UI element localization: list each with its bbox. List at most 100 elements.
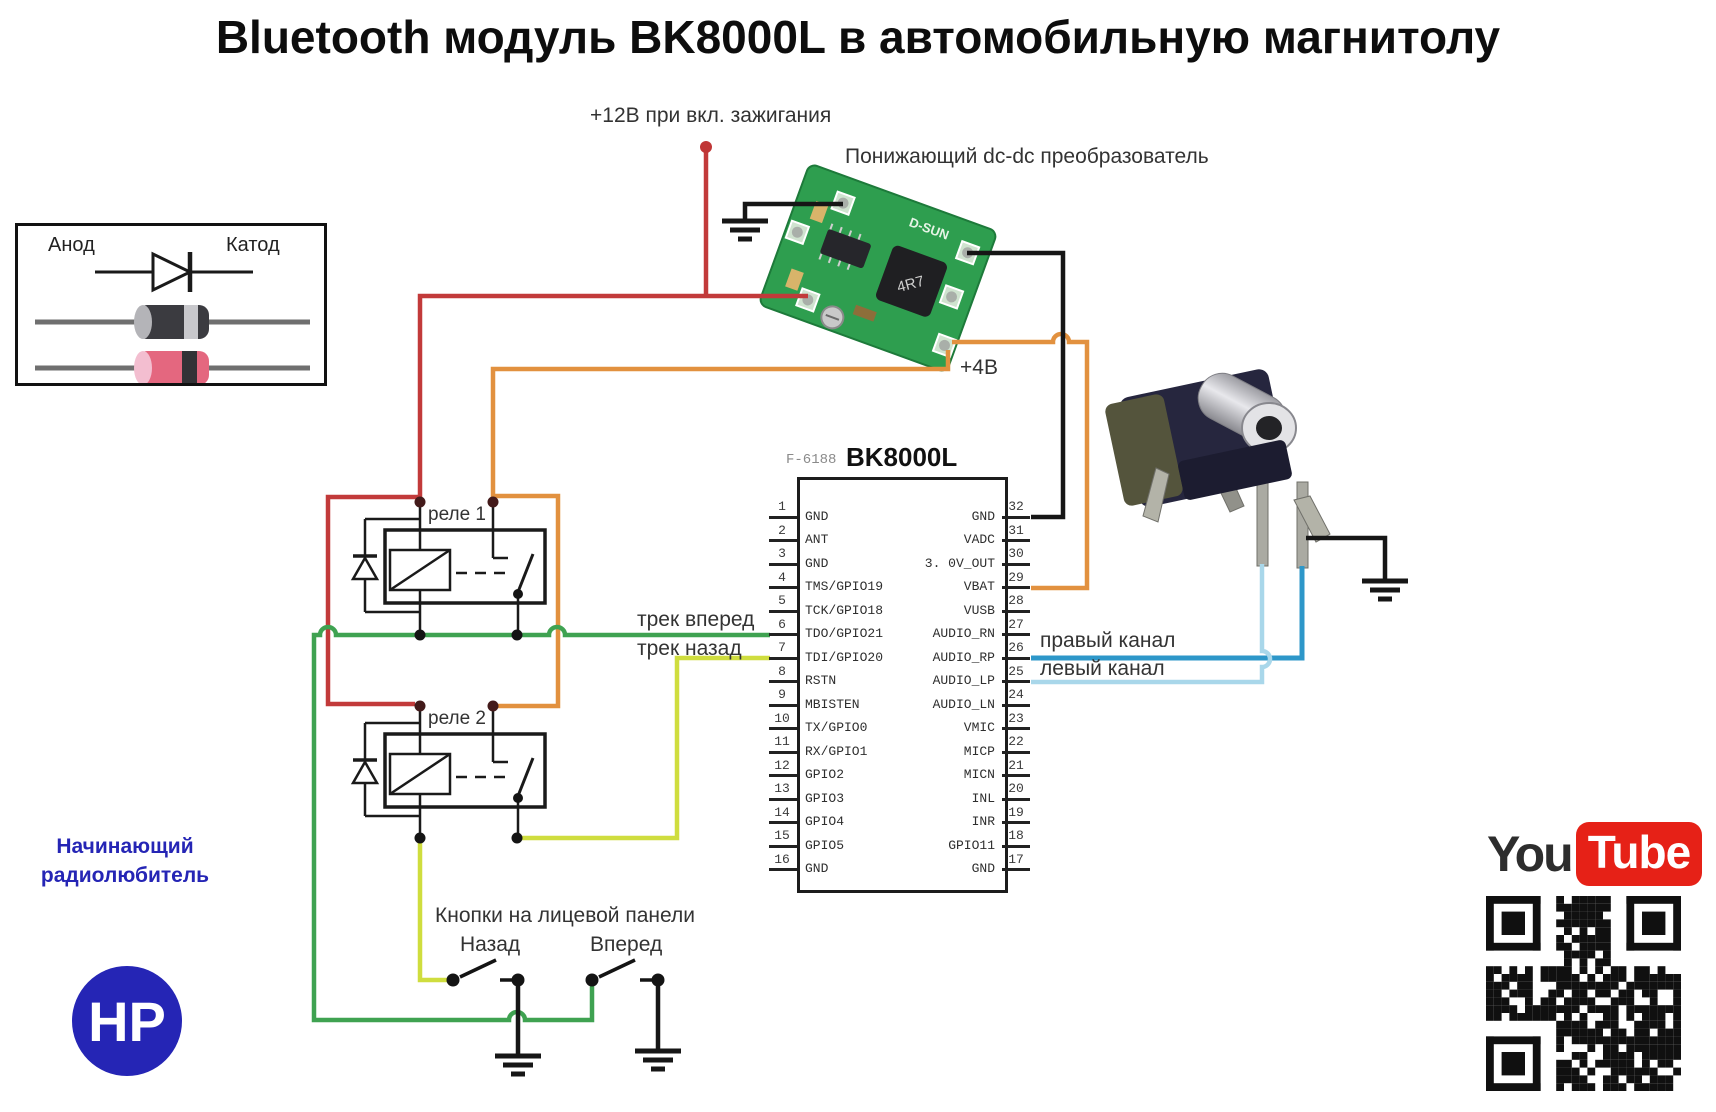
button-forward-switch	[598, 958, 654, 982]
ic-pin-20-stub	[1002, 797, 1030, 801]
ic-pin-11-stub	[769, 750, 797, 754]
cathode-label: Катод	[226, 234, 280, 256]
youtube-logo-tube: Tube	[1575, 822, 1703, 886]
ground-symbol-jack	[1362, 581, 1408, 599]
ic-pin-19-number: 19	[1008, 804, 1024, 820]
ic-pin-9-stub	[769, 703, 797, 707]
ic-pin-27-name: AUDIO_RN	[932, 626, 995, 642]
ic-pin-32-number: 32	[1008, 499, 1024, 514]
ic-pin-19-stub	[1002, 821, 1030, 825]
ic-pin-8-stub	[769, 680, 797, 684]
ic-pin-23-stub	[1002, 727, 1030, 731]
channel-name: Начинающий радиолюбитель	[30, 832, 220, 890]
ic-pin-2-name: ANT	[805, 532, 829, 548]
ic-pin-30-stub	[1002, 562, 1030, 566]
ic-pin-28-stub	[1002, 609, 1030, 613]
junction-dots	[414, 141, 712, 987]
channel-logo: НР	[72, 966, 182, 1076]
ic-pin-27-number: 27	[1008, 616, 1024, 632]
ic-pin-5-number: 5	[778, 593, 786, 609]
ic-pin-18-name: GPIO11	[948, 837, 995, 853]
ic-pin-26-number: 26	[1008, 640, 1024, 656]
ic-pin-29-stub	[1002, 586, 1030, 590]
ground-symbol-forward-button	[635, 1051, 681, 1069]
ic-pin-19-name: INR	[971, 814, 995, 830]
track-back-label: трек назад	[637, 637, 742, 660]
ic-pin-9-number: 9	[778, 687, 786, 703]
ic-pin-4-stub	[769, 586, 797, 590]
right-channel-label: правый канал	[1040, 629, 1176, 652]
ic-pin-24-stub	[1002, 703, 1030, 707]
page-title: Bluetooth модуль BK8000L в автомобильную…	[215, 11, 1501, 63]
ic-pin-30-name: 3. 0V_OUT	[924, 555, 995, 571]
ic-pin-20-number: 20	[1008, 781, 1024, 797]
ic-pin-23-number: 23	[1008, 710, 1024, 726]
ic-pin-25-name: AUDIO_LP	[932, 673, 995, 689]
wires-ground-black	[515, 201, 1388, 1054]
wire-left-channel-lightblue	[1031, 564, 1273, 685]
left-channel-label: левый канал	[1040, 657, 1165, 680]
ic-pin-31-stub	[1002, 539, 1030, 543]
ic-pin-9-name: MBISTEN	[805, 696, 860, 712]
ic-pin-15-name: GPIO5	[805, 837, 845, 853]
ic-pin-13-name: GPIO3	[805, 790, 845, 806]
relay1-symbol	[350, 504, 547, 633]
ic-pin-7-name: TDI/GPIO20	[805, 649, 884, 665]
audio-jack-photo	[1105, 369, 1331, 569]
ic-pin-11-name: RX/GPIO1	[805, 743, 868, 759]
ground-symbol-dcdc	[722, 221, 768, 239]
ic-pin-15-number: 15	[774, 828, 790, 844]
ic-pin-16-number: 16	[774, 851, 790, 867]
ic-pin-4-name: TMS/GPIO19	[805, 579, 884, 595]
ic-pin-15-stub	[769, 844, 797, 848]
ic-chip-bk8000l	[797, 477, 1008, 893]
ic-pin-10-stub	[769, 727, 797, 731]
ic-pin-30-number: 30	[1008, 546, 1024, 562]
ic-pin-3-name: GND	[805, 555, 829, 571]
ic-pin-24-number: 24	[1008, 687, 1024, 703]
ic-pin-10-number: 10	[774, 710, 790, 726]
ic-pin-12-name: GPIO2	[805, 767, 845, 783]
ic-pin-6-name: TDO/GPIO21	[805, 626, 884, 642]
youtube-logo: You Tube	[1487, 820, 1703, 888]
ic-pin-17-name: GND	[971, 861, 995, 877]
youtube-logo-you: You	[1487, 826, 1574, 882]
ic-pin-25-number: 25	[1008, 663, 1024, 679]
ic-pin-12-number: 12	[774, 757, 790, 773]
ic-pin-1-stub	[769, 515, 797, 519]
relay1-label: реле 1	[428, 504, 487, 525]
ic-pin-29-name: VBAT	[963, 579, 995, 595]
ic-code: F-6188	[786, 452, 837, 468]
ic-pin-1-name: GND	[805, 508, 829, 524]
ic-pin-13-number: 13	[774, 781, 790, 797]
diode-legend-box	[15, 223, 327, 386]
diode-photo-pink	[35, 351, 310, 385]
ic-pin-11-number: 11	[774, 734, 790, 750]
front-panel-buttons-label: Кнопки на лицевой панели	[435, 904, 695, 927]
wire-12v-red	[325, 150, 808, 707]
relay2-label: реле 2	[428, 708, 487, 729]
back-button-label: Назад	[460, 933, 521, 956]
ic-pin-28-name: VUSB	[963, 602, 995, 618]
ic-pin-31-name: VADC	[963, 532, 995, 548]
diode-symbol	[95, 251, 253, 293]
ic-name: BK8000L	[846, 442, 958, 472]
ic-pin-22-name: MICP	[963, 743, 995, 759]
ic-pin-8-number: 8	[778, 663, 786, 679]
ic-pin-31-number: 31	[1008, 522, 1024, 538]
ic-pin-16-name: GND	[805, 861, 829, 877]
ic-pin-21-stub	[1002, 774, 1030, 778]
ic-pin-6-stub	[769, 633, 797, 637]
button-back-switch	[459, 958, 514, 982]
ic-pin-18-stub	[1002, 844, 1030, 848]
track-forward-label: трек вперед	[637, 608, 755, 631]
ground-symbol-back-button	[495, 1056, 541, 1074]
ic-pin-3-stub	[769, 562, 797, 566]
ic-pin-32-name: GND	[971, 508, 995, 524]
ic-pin-18-number: 18	[1008, 828, 1024, 844]
ic-pin-22-stub	[1002, 750, 1030, 754]
ic-pin-16-stub	[769, 868, 797, 872]
wire-right-channel-blue	[1031, 566, 1305, 661]
